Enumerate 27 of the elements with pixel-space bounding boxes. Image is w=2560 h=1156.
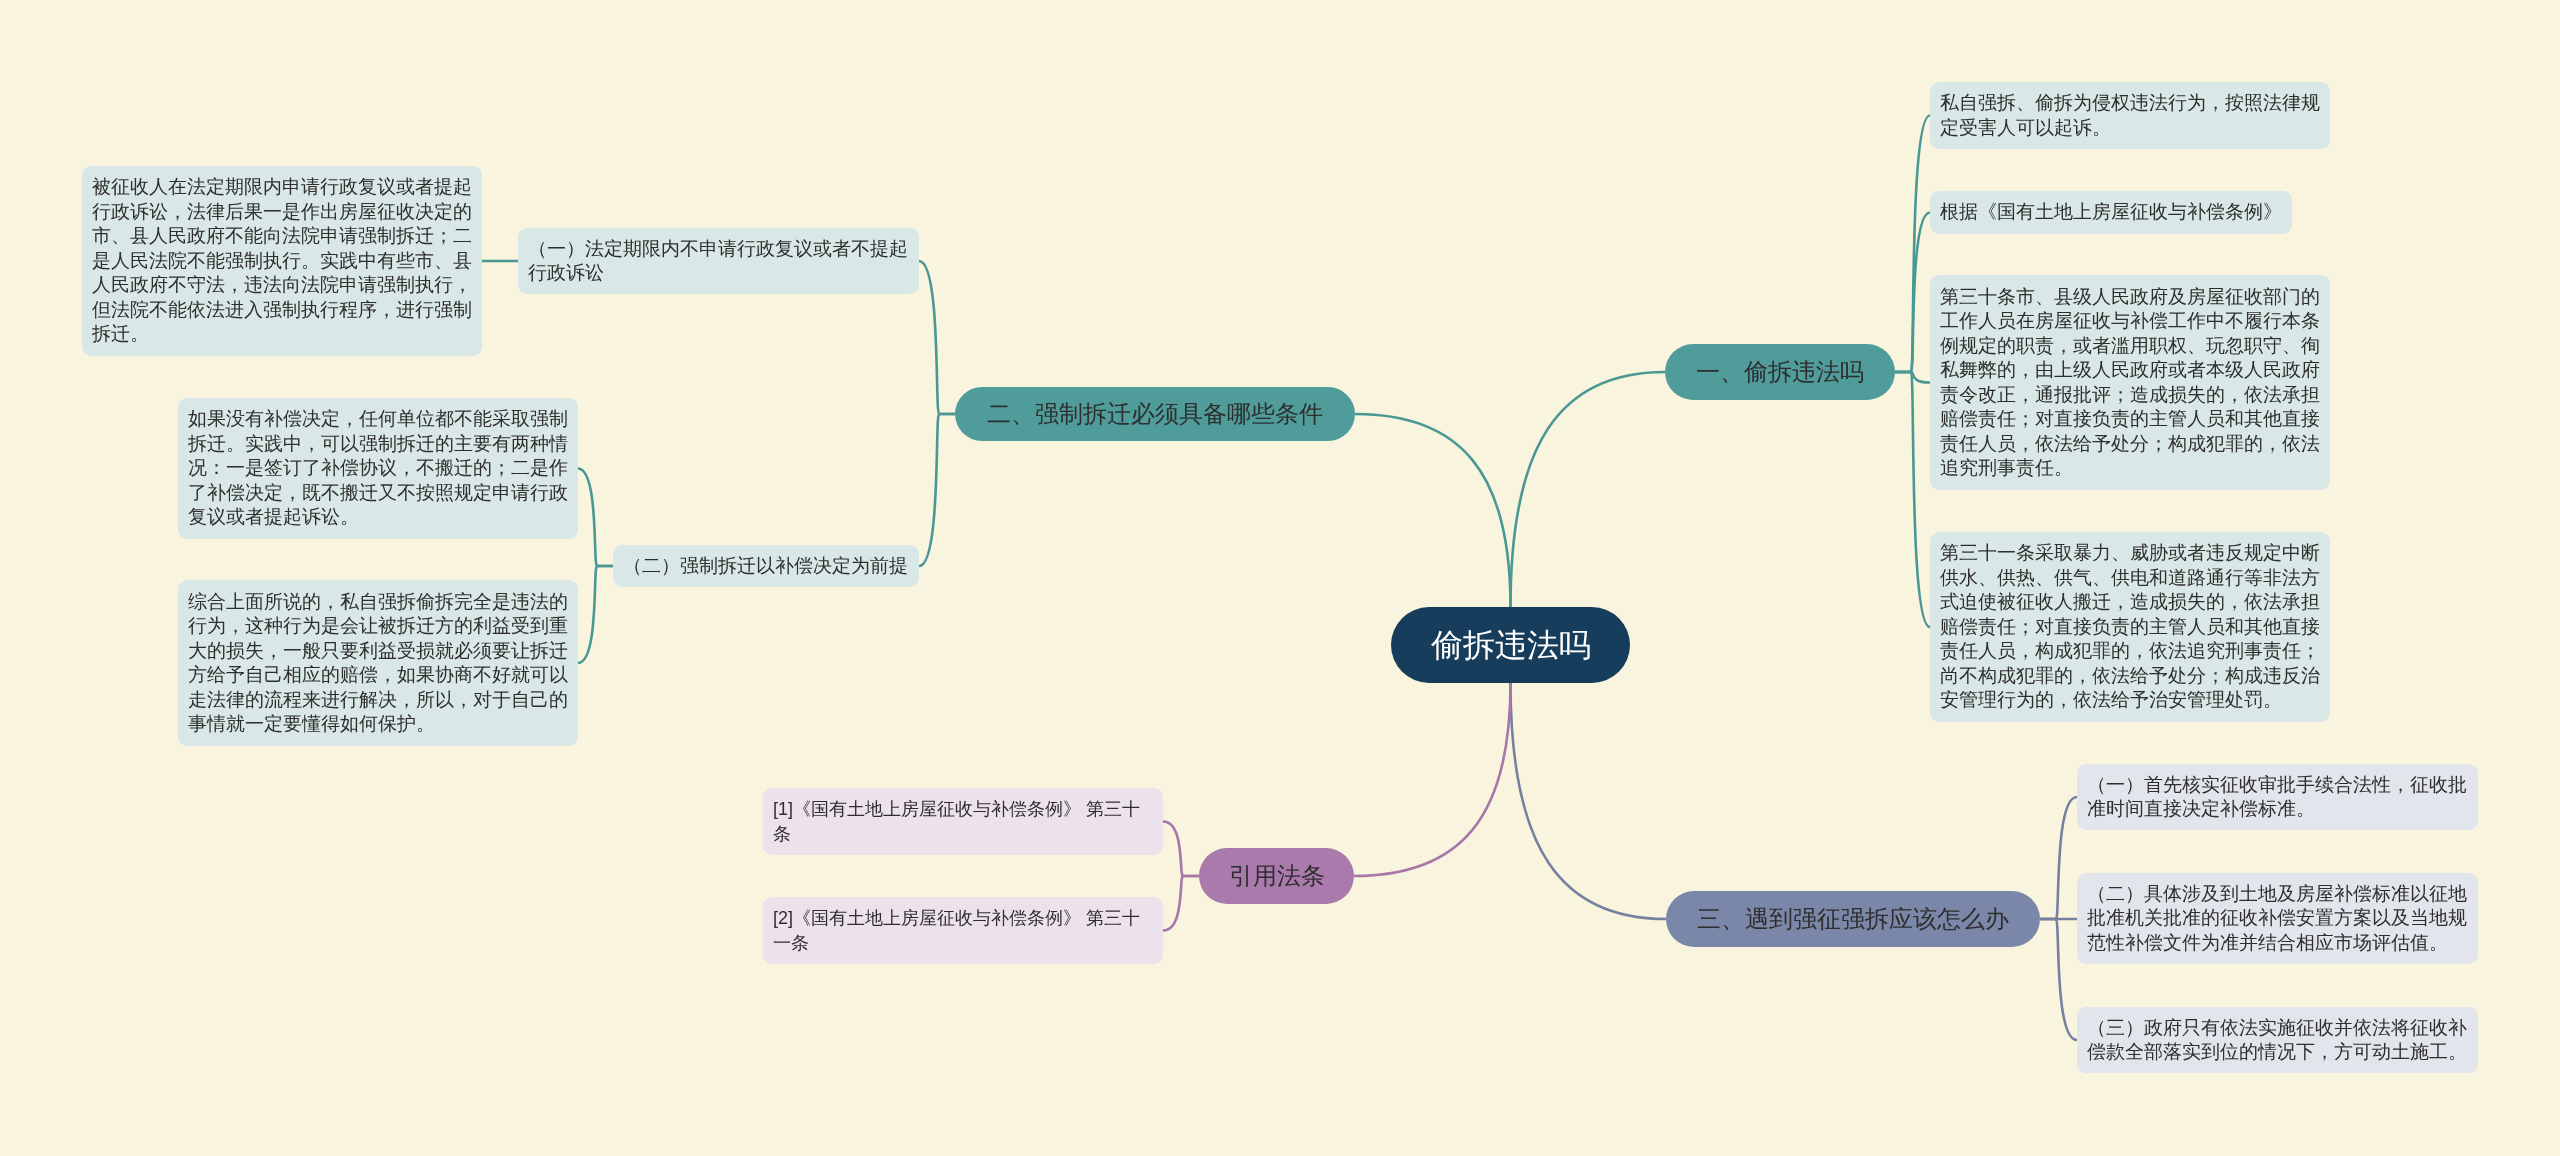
connector-line	[1353, 682, 1512, 878]
connector-line	[1354, 412, 1512, 608]
note-card: [2]《国有土地上房屋征收与补偿条例》 第三十一条	[763, 897, 1163, 964]
connector-line	[1895, 370, 1931, 628]
note-card: （二）具体涉及到土地及房屋补偿标准以征地批准机关批准的征收补偿安置方案以及当地规范性补偿文件为准并结合相应市场评估值。	[2077, 873, 2478, 964]
connector-line	[918, 412, 955, 568]
note-card: [1]《国有土地上房屋征收与补偿条例》 第三十条	[763, 788, 1163, 855]
note-card: （一）首先核实征收审批手续合法性，征收批准时间直接决定补偿标准。	[2077, 764, 2478, 830]
note-card: 如果没有补偿决定，任何单位都不能采取强制拆迁。实践中，可以强制拆迁的主要有两种情况：一是签订了补偿协议，不搬迁的；二是作了补偿决定，既不搬迁又不按照规定申请行政复议或者提起诉讼。	[178, 398, 578, 539]
connector-line	[482, 259, 518, 263]
topic-box: 一、偷拆违法吗	[1665, 344, 1895, 400]
topic-box: 二、强制拆迁必须具备哪些条件	[955, 387, 1355, 441]
note-card: （一）法定期限内不申请行政复议或者不提起行政诉讼	[518, 228, 919, 294]
connector-line	[1162, 874, 1199, 932]
note-card: 私自强拆、偷拆为侵权违法行为，按照法律规定受害人可以起诉。	[1930, 82, 2330, 149]
note-card: 根据《国有土地上房屋征收与补偿条例》	[1930, 191, 2292, 234]
note-card: （二）强制拆迁以补偿决定为前提	[613, 545, 919, 587]
note-card: （三）政府只有依法实施征收并依法将征收补偿款全部落实到位的情况下，方可动土施工。	[2077, 1007, 2478, 1073]
topic-box: 三、遇到强征强拆应该怎么办	[1666, 891, 2040, 947]
note-card: 综合上面所说的，私自强拆偷拆完全是违法的行为，这种行为是会让被拆迁方的利益受到重大的损失，一般只要利益受损就必须要让拆迁方给予自己相应的赔偿，如果协商不好就可以走法律的流程来进行解决，所以，对于自己的事情就一定要懂得如何保护。	[178, 580, 578, 746]
connector-line	[2040, 917, 2078, 1042]
central-topic: 偷拆违法吗	[1391, 607, 1630, 683]
note-card: 被征收人在法定期限内申请行政复议或者提起行政诉讼，法律后果一是作出房屋征收决定的市、县人民政府不能向法院申请强制拆迁；二是人民法院不能强制执行。实践中有些市、县人民政府不守法，违法向法院申请强制执行，但法院不能依法进入强制执行程序，进行强制拆迁。	[82, 166, 482, 356]
topic-box: 引用法条	[1199, 848, 1354, 904]
note-card: 第三十一条采取暴力、威胁或者违反规定中断供水、供热、供气、供电和道路通行等非法方式迫使被征收人搬迁，造成损失的，依法承担赔偿责任；对直接负责的主管人员和其他直接责任人员，构成犯罪的，依法追究刑事责任；尚不构成犯罪的，依法给予处分；构成违反治安管理行为的，依法给予治安管理处罚。	[1930, 532, 2330, 722]
note-card: 第三十条市、县级人民政府及房屋征收部门的工作人员在房屋征收与补偿工作中不履行本条例规定的职责，或者滥用职权、玩忽职守、徇私舞弊的，由上级人民政府或者本级人民政府责令改正，通报批评；造成损失的，依法承担赔偿责任；对直接负责的主管人员和其他直接责任人员，依法给予处分；构成犯罪的，依法追究刑事责任。	[1930, 275, 2330, 490]
connector-line	[577, 564, 613, 665]
